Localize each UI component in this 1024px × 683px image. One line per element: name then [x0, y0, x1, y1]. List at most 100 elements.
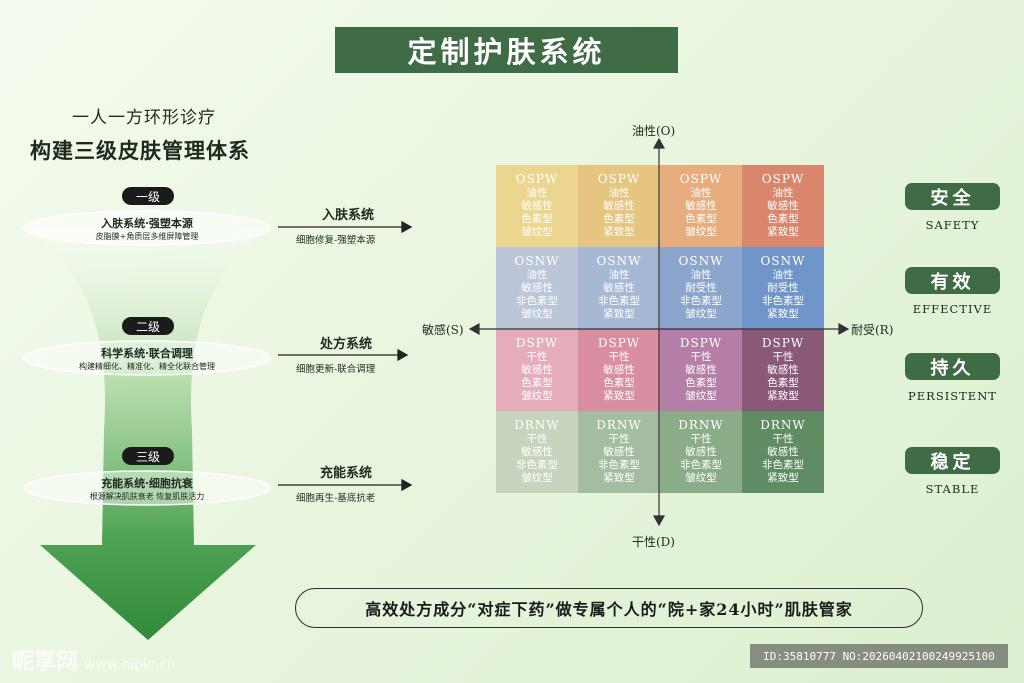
skin-type-trait: 皱纹型	[521, 390, 553, 402]
system-label-3: 充能系统	[320, 466, 373, 481]
skin-type-trait: 皱纹型	[685, 226, 717, 238]
skin-type-trait: 敏感性	[685, 446, 717, 458]
skin-type-trait: 耐受性	[685, 282, 717, 294]
skin-type-trait: 油性	[690, 269, 712, 281]
level-badge-2: 二级	[122, 317, 174, 335]
skin-type-trait: 紧致型	[767, 472, 799, 484]
skin-type-trait: 非色素型	[680, 459, 722, 471]
page-title: 定制护肤系统	[335, 27, 678, 73]
property-en-stable: STABLE	[925, 482, 980, 496]
skin-type-trait: 非色素型	[598, 459, 640, 471]
skin-type-trait: 非色素型	[762, 295, 804, 307]
system-desc-1: 细胞修复-强塑本源	[296, 235, 376, 246]
skin-type-trait: 油性	[526, 187, 548, 199]
skin-type-trait: 敏感性	[603, 446, 635, 458]
skin-type-trait: 干性	[526, 433, 548, 445]
property-pill-persistent: 持久	[905, 353, 1000, 380]
subtitle-primary: 一人一方环形诊疗	[72, 108, 216, 128]
level-desc-3: 根源解决肌肤衰老 恢复肌肤活力	[89, 492, 205, 501]
skin-type-trait: 油性	[690, 187, 712, 199]
level-badge-1: 一级	[122, 187, 174, 205]
skin-type-trait: 干性	[526, 351, 548, 363]
axis-label-resistant: 耐受(R)	[851, 323, 894, 337]
property-pill-safety: 安全	[905, 183, 1000, 210]
skin-type-trait: 紧致型	[767, 226, 799, 238]
skin-type-trait: 皱纹型	[685, 308, 717, 320]
skin-type-code: OSPW	[679, 172, 723, 186]
skin-type-trait: 干性	[772, 433, 794, 445]
skin-type-trait: 紧致型	[767, 390, 799, 402]
skin-type-trait: 敏感性	[521, 364, 553, 376]
level-desc-1: 皮脂膜+角质层多维屏障管理	[95, 232, 199, 241]
skin-type-trait: 油性	[608, 187, 630, 199]
skin-type-trait: 紧致型	[603, 226, 635, 238]
property-en-safety: SAFETY	[925, 218, 980, 232]
system-desc-2: 细胞更新-联合调理	[296, 364, 376, 375]
skin-type-trait: 色素型	[767, 377, 799, 389]
skin-type-trait: 敏感性	[603, 364, 635, 376]
skin-type-code: DRNW	[760, 418, 806, 432]
skin-type-trait: 非色素型	[762, 459, 804, 471]
skin-type-trait: 色素型	[603, 377, 635, 389]
skin-type-trait: 敏感性	[767, 446, 799, 458]
watermark-id: ID:35810777 NO:20260402100249925100	[750, 644, 1008, 668]
skin-type-trait: 油性	[608, 269, 630, 281]
skin-type-trait: 色素型	[603, 213, 635, 225]
skin-type-trait: 紧致型	[767, 308, 799, 320]
property-en-effective: EFFECTIVE	[912, 302, 993, 316]
subtitle-secondary: 构建三级皮肤管理体系	[30, 138, 250, 163]
skin-type-trait: 敏感性	[603, 200, 635, 212]
skin-type-trait: 敏感性	[521, 282, 553, 294]
skin-type-code: OSNW	[514, 254, 560, 268]
skin-type-trait: 皱纹型	[521, 308, 553, 320]
level-desc-2: 构建精细化、精准化、精全化联合管理	[79, 362, 215, 371]
skin-type-code: DSPW	[515, 336, 559, 350]
skin-type-code: DSPW	[679, 336, 723, 350]
skin-type-trait: 非色素型	[516, 295, 558, 307]
skin-type-trait: 皱纹型	[685, 472, 717, 484]
skin-type-trait: 干性	[690, 351, 712, 363]
skin-type-trait: 敏感性	[685, 364, 717, 376]
system-label-2: 处方系统	[320, 337, 373, 352]
skin-type-trait: 皱纹型	[521, 226, 553, 238]
funnel-arrow	[25, 228, 270, 640]
skin-type-trait: 皱纹型	[521, 472, 553, 484]
skin-type-code: DSPW	[761, 336, 805, 350]
skin-type-trait: 敏感性	[603, 282, 635, 294]
property-pill-stable: 稳定	[905, 447, 1000, 474]
property-en-persistent: PERSISTENT	[908, 389, 997, 403]
skin-type-code: OSPW	[597, 172, 641, 186]
level-title-2: 科学系统·联合调理	[101, 347, 193, 360]
skin-type-trait: 敏感性	[767, 200, 799, 212]
skin-type-trait: 耐受性	[767, 282, 799, 294]
skin-type-trait: 色素型	[685, 213, 717, 225]
skin-type-trait: 非色素型	[598, 295, 640, 307]
property-pill-effective: 有效	[905, 267, 1000, 294]
skin-type-trait: 紧致型	[603, 308, 635, 320]
skin-type-trait: 色素型	[521, 213, 553, 225]
skin-type-trait: 皱纹型	[685, 390, 717, 402]
level-badge-3: 三级	[122, 447, 174, 465]
skin-type-trait: 非色素型	[516, 459, 558, 471]
skin-type-trait: 色素型	[685, 377, 717, 389]
level-title-3: 充能系统·细胞抗衰	[101, 477, 193, 490]
skin-type-trait: 干性	[772, 351, 794, 363]
skin-type-trait: 油性	[772, 187, 794, 199]
skin-type-trait: 油性	[526, 269, 548, 281]
skin-type-trait: 色素型	[767, 213, 799, 225]
skin-type-code: OSPW	[761, 172, 805, 186]
watermark-url: www.nipic.cn	[84, 657, 176, 673]
